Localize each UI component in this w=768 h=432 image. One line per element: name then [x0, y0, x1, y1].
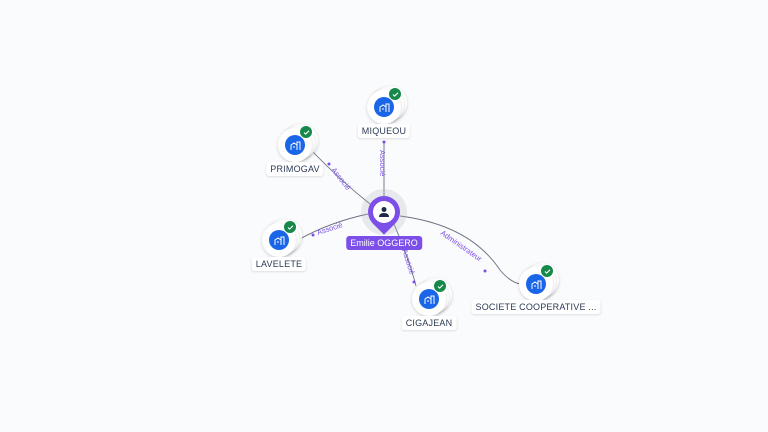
- verified-check-icon: [540, 264, 554, 278]
- person-icon: [373, 201, 395, 223]
- edge-label: Associé: [316, 220, 344, 237]
- company-label[interactable]: PRIMOGAV: [266, 162, 324, 176]
- company-label[interactable]: MIQUEOU: [357, 124, 411, 138]
- building-icon: [526, 274, 546, 294]
- company-label[interactable]: LAVELETE: [251, 257, 307, 271]
- edge-societe: [399, 215, 521, 285]
- company-node-societe-cooperative[interactable]: [519, 263, 559, 301]
- edge-label: Associé: [329, 166, 352, 192]
- arrow-societe: [483, 269, 487, 273]
- edge-label: Associé: [400, 248, 417, 276]
- arrow-lavelete: [311, 233, 315, 237]
- verified-check-icon: [433, 279, 447, 293]
- building-icon: [285, 135, 305, 155]
- verified-check-icon: [299, 125, 313, 139]
- company-node-primogav[interactable]: [278, 124, 318, 162]
- arrow-cigajean: [412, 280, 416, 284]
- edge-label: Associé: [378, 150, 387, 176]
- arrow-primogav: [327, 162, 331, 166]
- company-label[interactable]: SOCIETE COOPERATIVE ...: [471, 300, 601, 314]
- edge-label: Administrateur: [439, 228, 484, 263]
- verified-check-icon: [283, 220, 297, 234]
- company-node-miqueou[interactable]: [367, 86, 407, 124]
- verified-check-icon: [388, 87, 402, 101]
- center-person-label[interactable]: Emilie OGGERO: [346, 236, 422, 250]
- building-icon: [269, 230, 289, 250]
- building-icon: [419, 289, 439, 309]
- building-icon: [374, 97, 394, 117]
- company-node-lavelete[interactable]: [262, 219, 302, 257]
- center-person-node[interactable]: [361, 189, 407, 235]
- company-node-cigajean[interactable]: [412, 278, 452, 316]
- edge-primogav: [312, 151, 371, 205]
- company-label[interactable]: CIGAJEAN: [401, 316, 457, 330]
- arrow-miqueou: [382, 140, 386, 144]
- edge-lavelete: [297, 213, 369, 241]
